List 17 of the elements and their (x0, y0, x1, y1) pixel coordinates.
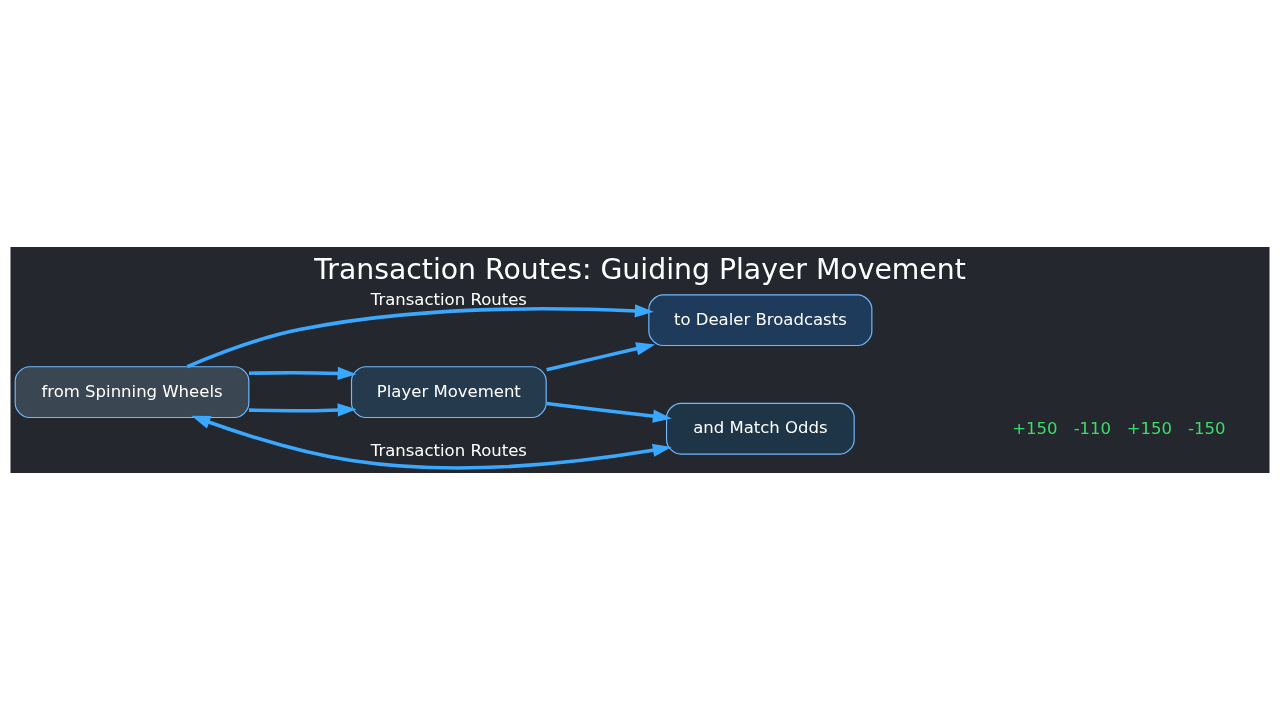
node-box: from Spinning Wheels (14, 366, 250, 419)
edge-label: Transaction Routes (370, 290, 527, 310)
arrow (248, 403, 357, 417)
node-box: to Dealer Broadcasts (648, 294, 873, 347)
label: -110 (1073, 418, 1112, 438)
arrow (191, 415, 672, 470)
edge-label: Transaction Routes (370, 441, 527, 461)
arrow (546, 401, 672, 423)
node-box: and Match Odds (665, 402, 855, 455)
arrow (248, 366, 357, 381)
arrow (546, 342, 656, 372)
label: +150 (1012, 418, 1058, 438)
arrow (186, 304, 654, 369)
label: +150 (1126, 418, 1173, 438)
diagram-title: Transaction Routes: Guiding Player Movement (314, 253, 966, 287)
node-box: Player Movement (350, 366, 547, 419)
label: -150 (1188, 418, 1226, 438)
